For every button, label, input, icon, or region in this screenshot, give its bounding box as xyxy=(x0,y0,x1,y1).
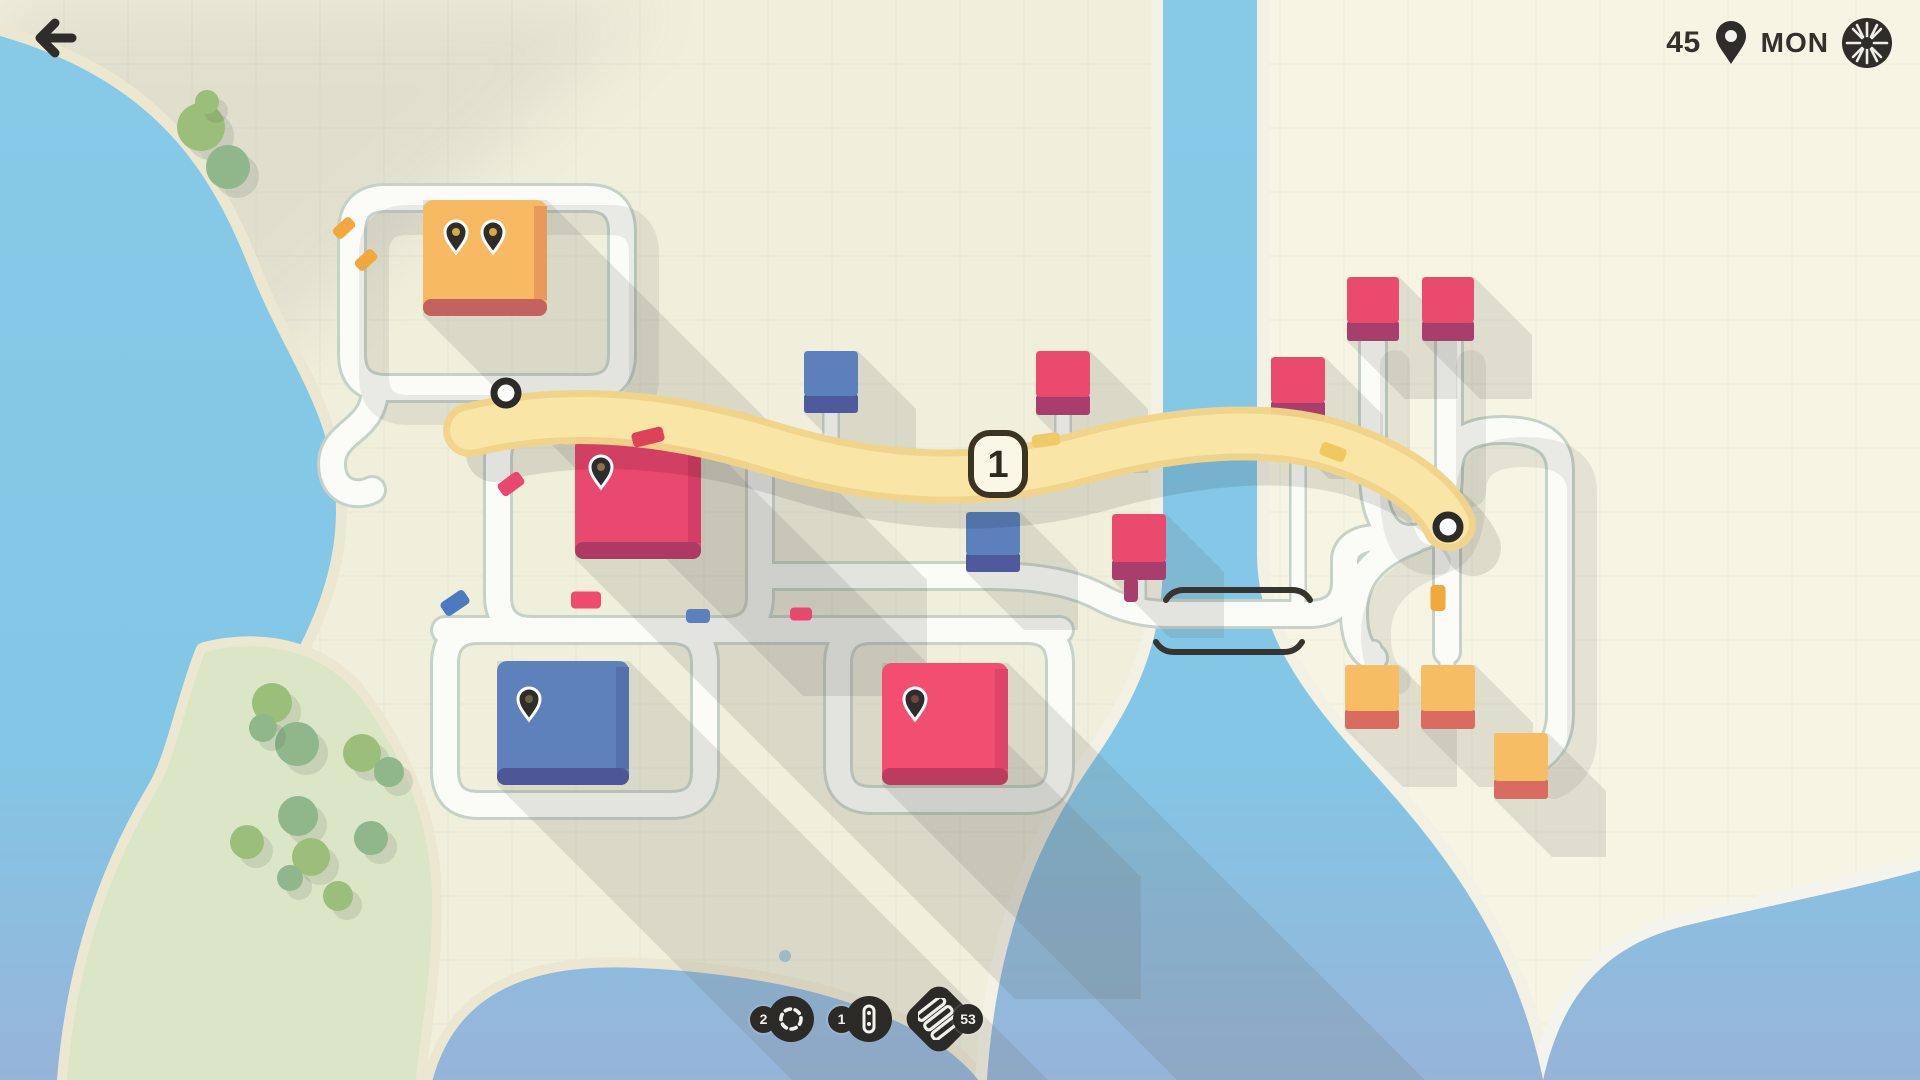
map-pin-marker xyxy=(480,219,506,256)
tree xyxy=(323,881,353,911)
cars xyxy=(332,217,1446,623)
grass-area xyxy=(57,636,442,1080)
road-tiles-count-badge: 53 xyxy=(953,1004,983,1034)
map-pin-marker xyxy=(443,219,469,256)
road-tiles-chip xyxy=(900,980,978,1058)
motorway-endpoint[interactable] xyxy=(490,377,522,409)
destination-orange[interactable] xyxy=(423,200,547,316)
road xyxy=(1342,528,1426,670)
chip-road-tiles: 53 xyxy=(900,980,983,1058)
tree xyxy=(249,714,277,742)
left-arrow-icon xyxy=(35,18,77,58)
shield-number: 1 xyxy=(987,444,1008,486)
tree xyxy=(292,838,330,876)
buoy-dot xyxy=(779,950,791,962)
score-label: 45 xyxy=(1666,26,1701,59)
house-blue[interactable] xyxy=(966,512,1020,572)
bridge[interactable] xyxy=(1153,587,1313,655)
traffic-light-icon xyxy=(862,1004,876,1034)
motorway-shield: 1 xyxy=(968,430,1028,498)
car xyxy=(1031,432,1061,448)
roundabout-chip[interactable] xyxy=(768,996,814,1042)
road xyxy=(826,618,1072,812)
day-label: MON xyxy=(1760,27,1829,58)
car xyxy=(497,471,525,497)
map-pin-marker xyxy=(588,454,614,491)
map-pin-icon xyxy=(1715,21,1746,64)
house-red[interactable] xyxy=(1347,277,1399,341)
motorway[interactable] xyxy=(443,390,1501,576)
bridge-mark xyxy=(1153,639,1305,655)
car xyxy=(686,609,710,623)
house-red[interactable] xyxy=(1422,277,1474,341)
house-orange[interactable] xyxy=(1494,733,1548,799)
tree xyxy=(275,722,319,766)
house-orange[interactable] xyxy=(1421,665,1475,729)
car xyxy=(571,591,601,609)
house-red[interactable] xyxy=(1036,351,1090,415)
motorway-endpoint[interactable] xyxy=(1432,511,1464,543)
map-pin-marker xyxy=(516,686,542,723)
back-button[interactable] xyxy=(26,14,78,62)
tree xyxy=(278,796,318,836)
destination-pink[interactable] xyxy=(882,663,1008,785)
road xyxy=(340,186,634,400)
tree xyxy=(354,821,388,855)
map-pin-marker xyxy=(902,686,928,723)
road xyxy=(433,618,717,817)
water-body xyxy=(1543,870,1920,1080)
water-body xyxy=(0,35,336,1080)
car xyxy=(1319,442,1347,462)
chip-roundabouts[interactable]: 2 xyxy=(750,996,814,1042)
road xyxy=(748,526,1390,626)
tree xyxy=(177,103,225,151)
car xyxy=(440,590,470,616)
tree xyxy=(277,865,303,891)
trees xyxy=(177,90,413,920)
hud-top-right: 45 MON xyxy=(1666,16,1894,70)
tree xyxy=(206,145,250,189)
bridge-mark xyxy=(1163,587,1313,603)
car xyxy=(354,249,378,271)
tree xyxy=(252,683,292,723)
tree xyxy=(230,825,264,859)
water-body xyxy=(986,0,1544,1080)
tiles-stack-icon xyxy=(918,998,960,1040)
road xyxy=(1437,418,1572,774)
roundabout-icon xyxy=(779,1007,803,1031)
car xyxy=(790,607,812,621)
destination-blue[interactable] xyxy=(497,661,629,785)
road xyxy=(320,376,387,506)
house-red[interactable] xyxy=(1112,514,1166,580)
week-clock-icon xyxy=(1842,18,1892,68)
traffic-light-chip[interactable] xyxy=(846,996,892,1042)
house-blue[interactable] xyxy=(804,351,858,413)
motorway-nodes[interactable] xyxy=(490,377,1464,543)
car xyxy=(1430,585,1446,611)
tree xyxy=(343,734,381,772)
pins xyxy=(443,219,928,723)
resource-toolbar: 2 1 xyxy=(750,980,983,1058)
chip-traffic-lights[interactable]: 1 xyxy=(828,996,892,1042)
car xyxy=(1124,578,1138,602)
house-orange[interactable] xyxy=(1345,665,1399,729)
roads[interactable] xyxy=(317,183,1597,820)
water-body xyxy=(432,967,979,1080)
tree xyxy=(195,90,219,114)
tree xyxy=(374,757,404,787)
car xyxy=(332,217,356,239)
car xyxy=(631,426,665,448)
